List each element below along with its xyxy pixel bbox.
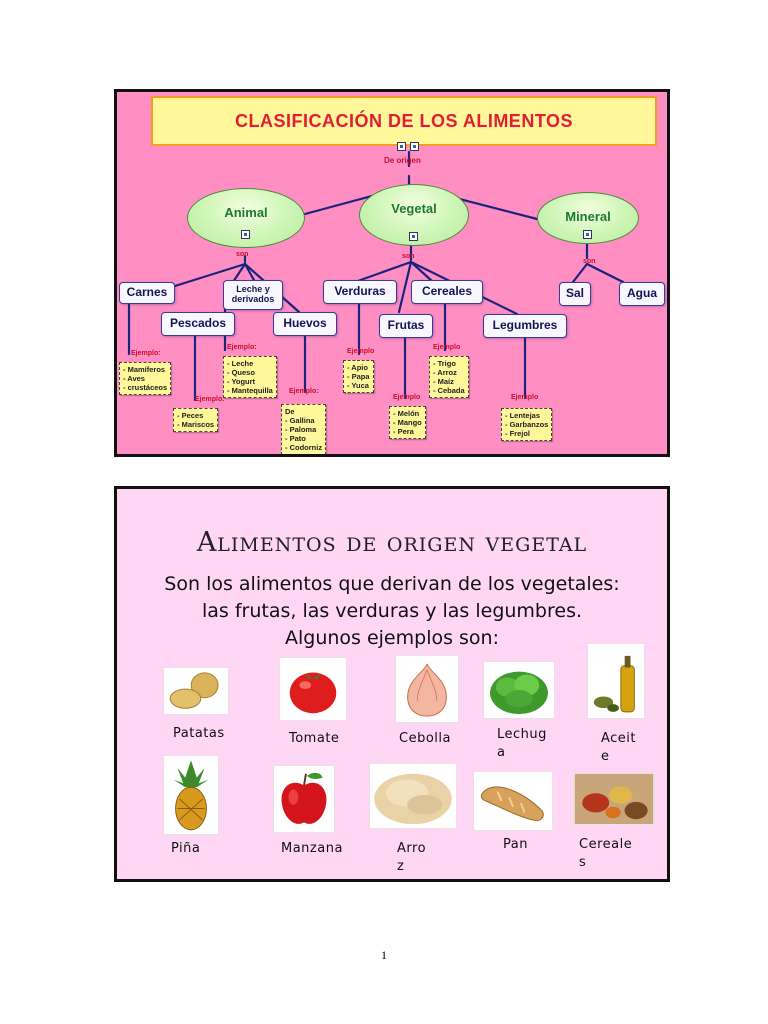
example-item: - Codorniz bbox=[285, 443, 323, 452]
node-legumbres: Legumbres bbox=[483, 314, 567, 338]
food-label: Aceit e bbox=[601, 731, 637, 764]
example-item: - Papa bbox=[347, 372, 370, 381]
example-item: - Apio bbox=[347, 363, 368, 372]
page-number: 1 bbox=[381, 948, 387, 962]
food-label: Piña bbox=[171, 841, 201, 856]
example-item: - Mariscos bbox=[177, 420, 215, 429]
description-line: las frutas, las verduras y las legumbres… bbox=[201, 600, 583, 622]
examples-legumbres: - Lentejas - Garbanzos - Frejol bbox=[501, 408, 553, 441]
example-label: Ejemplo bbox=[511, 394, 539, 401]
example-label: Ejemplo: bbox=[131, 350, 161, 357]
example-label: Ejemplo bbox=[393, 394, 421, 401]
food-label: Arro z bbox=[397, 841, 427, 874]
food-label: Manzana bbox=[281, 841, 343, 856]
example-item: - Paloma bbox=[285, 425, 317, 434]
examples-pescados: - Peces - Mariscos bbox=[173, 408, 219, 432]
example-item: De bbox=[285, 407, 295, 416]
slide-description: Son los alimentos que derivan de los veg… bbox=[117, 571, 667, 652]
node-agua: Agua bbox=[619, 282, 665, 306]
examples-carnes: - Mamíferos - Aves - crustáceos bbox=[119, 362, 172, 395]
example-label: Ejemplo: bbox=[227, 344, 257, 351]
node-carnes: Carnes bbox=[119, 282, 175, 304]
examples-huevos: De - Gallina - Paloma - Pato - Codorniz bbox=[281, 404, 327, 454]
onion-icon bbox=[395, 655, 459, 723]
image-icon bbox=[410, 142, 419, 151]
example-item: - Gallina bbox=[285, 416, 315, 425]
example-label: Ejemplo bbox=[347, 348, 375, 355]
example-item: - Peces bbox=[177, 411, 204, 420]
examples-leche: - Leche - Queso - Yogurt - Mantequilla bbox=[223, 356, 277, 398]
map-title: CLASIFICACIÓN DE LOS ALIMENTOS bbox=[151, 96, 657, 146]
origin-label: De origen bbox=[384, 156, 421, 165]
node-pescados: Pescados bbox=[161, 312, 235, 336]
image-icon bbox=[583, 230, 592, 239]
food-label: Pan bbox=[503, 837, 528, 852]
food-label: Cebolla bbox=[399, 731, 451, 746]
lettuce-icon bbox=[483, 661, 555, 719]
vegetal-foods-slide: Alimentos de origen vegetal Son los alim… bbox=[114, 486, 670, 882]
example-label: Ejemplo: bbox=[289, 388, 319, 395]
description-line: Algunos ejemplos son: bbox=[284, 627, 500, 649]
apple-icon bbox=[273, 765, 335, 833]
examples-verduras: - Apio - Papa - Yuca bbox=[343, 360, 374, 393]
example-item: - Pera bbox=[393, 427, 414, 436]
category-vegetal: Vegetal bbox=[359, 184, 469, 246]
example-item: - Arroz bbox=[433, 368, 457, 377]
food-label: Patatas bbox=[173, 726, 225, 741]
pineapple-icon bbox=[163, 755, 219, 835]
example-item: - Mantequilla bbox=[227, 386, 273, 395]
example-item: - Queso bbox=[227, 368, 255, 377]
connector-lines bbox=[127, 150, 625, 402]
bread-icon bbox=[473, 771, 553, 831]
node-sal: Sal bbox=[559, 282, 591, 306]
example-item: - Frejol bbox=[505, 429, 531, 438]
category-animal: Animal bbox=[187, 188, 305, 248]
image-icon bbox=[241, 230, 250, 239]
node-verduras: Verduras bbox=[323, 280, 397, 304]
node-leche: Leche y derivados bbox=[223, 280, 283, 310]
example-item: - Garbanzos bbox=[505, 420, 549, 429]
example-item: - crustáceos bbox=[123, 383, 168, 392]
image-icon bbox=[397, 142, 406, 151]
node-huevos: Huevos bbox=[273, 312, 337, 336]
category-mineral: Mineral bbox=[537, 192, 639, 244]
son-label: son bbox=[583, 258, 596, 265]
food-label: Cereale s bbox=[579, 837, 633, 870]
description-line: Son los alimentos que derivan de los veg… bbox=[164, 573, 620, 595]
examples-frutas: - Melón - Mango - Pera bbox=[389, 406, 426, 439]
example-item: - Mamíferos bbox=[123, 365, 166, 374]
example-item: - Mango bbox=[393, 418, 422, 427]
example-label: Ejemplo bbox=[433, 344, 461, 351]
son-label: son bbox=[402, 253, 415, 260]
image-icon bbox=[409, 232, 418, 241]
example-item: - Cebada bbox=[433, 386, 465, 395]
rice-icon bbox=[369, 763, 457, 829]
example-item: - Aves bbox=[123, 374, 145, 383]
example-item: - Maíz bbox=[433, 377, 454, 386]
tomato-icon bbox=[279, 657, 347, 721]
cereal-icon bbox=[573, 773, 655, 825]
son-label: son bbox=[236, 251, 249, 258]
potato-icon bbox=[163, 667, 229, 715]
node-frutas: Frutas bbox=[379, 314, 433, 338]
example-item: - Melón bbox=[393, 409, 420, 418]
food-label: Lechug a bbox=[497, 727, 547, 760]
classification-slide: CLASIFICACIÓN DE LOS ALIMENTOS De origen… bbox=[114, 89, 670, 457]
example-item: - Yuca bbox=[347, 381, 369, 390]
oil-icon bbox=[587, 643, 645, 719]
examples-cereales: - Trigo - Arroz - Maíz - Cebada bbox=[429, 356, 469, 398]
example-item: - Yogurt bbox=[227, 377, 256, 386]
example-item: - Lentejas bbox=[505, 411, 541, 420]
example-item: - Trigo bbox=[433, 359, 456, 368]
example-item: - Pato bbox=[285, 434, 306, 443]
example-item: - Leche bbox=[227, 359, 254, 368]
node-cereales: Cereales bbox=[411, 280, 483, 304]
slide-title: Alimentos de origen vegetal bbox=[196, 527, 588, 558]
food-label: Tomate bbox=[289, 731, 340, 746]
example-label: Ejemplo: bbox=[195, 396, 225, 403]
